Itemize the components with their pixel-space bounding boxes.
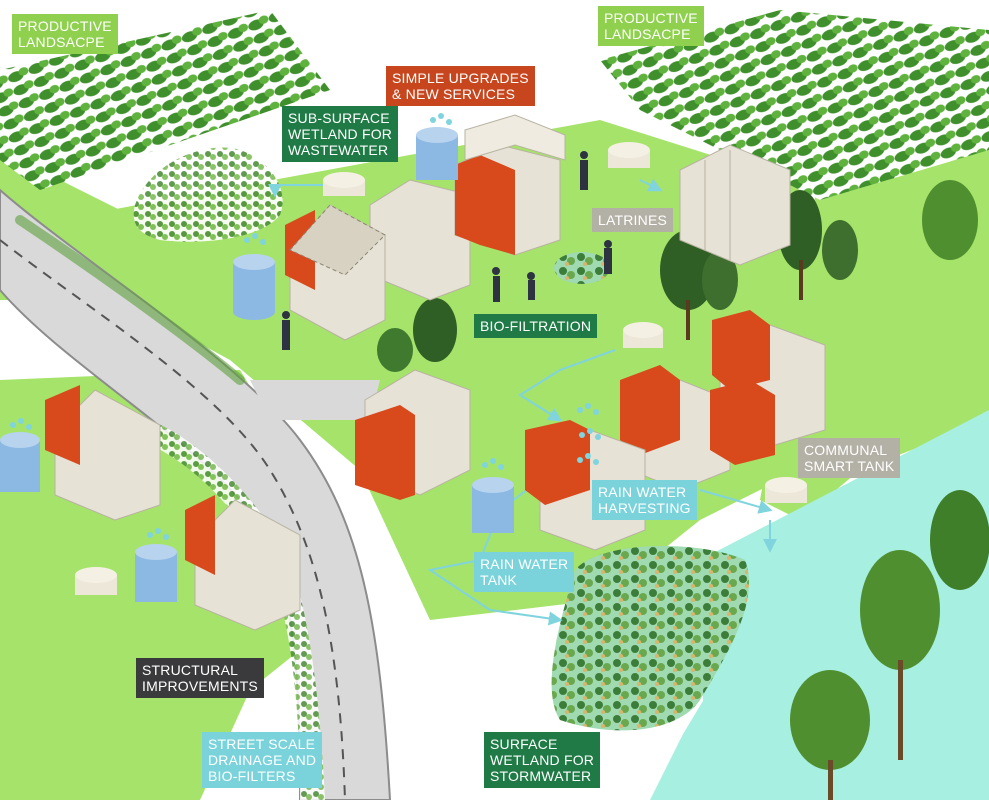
label-structural-improvements: STRUCTURAL IMPROVEMENTS (136, 658, 264, 698)
label-productive-landscape-right: PRODUCTIVE LANDSACPE (598, 6, 704, 46)
label-productive-landscape-left: PRODUCTIVE LANDSACPE (12, 14, 118, 54)
crop-field-right (600, 10, 989, 200)
surface-wetland (551, 546, 749, 731)
label-surface-wetland: SURFACE WETLAND FOR STORMWATER (484, 732, 601, 788)
bio-filtration-bed (554, 252, 610, 284)
tanks (0, 127, 807, 602)
label-street-scale-drainage: STREET SCALE DRAINAGE AND BIO-FILTERS (202, 732, 323, 788)
label-rain-water-harvesting: RAIN WATER HARVESTING (592, 480, 697, 520)
water-channel (650, 410, 989, 800)
person-icon (282, 151, 612, 350)
label-simple-upgrades: SIMPLE UPGRADES & NEW SERVICES (386, 66, 535, 106)
road-centerline (0, 239, 346, 800)
label-communal-smart-tank: COMMUNAL SMART TANK (798, 438, 901, 478)
crop-field-left (0, 10, 330, 190)
road-branch (250, 380, 380, 420)
label-sub-surface-wetland: SUB-SURFACE WETLAND FOR WASTEWATER (282, 106, 399, 162)
flow-arrows (268, 178, 777, 626)
label-bio-filtration: BIO-FILTRATION (474, 314, 598, 338)
sub-surface-wetland (133, 147, 283, 242)
label-latrines: LATRINES (592, 208, 674, 232)
label-rain-water-tank: RAIN WATER TANK (474, 552, 575, 592)
water-drop-icon (10, 113, 601, 540)
